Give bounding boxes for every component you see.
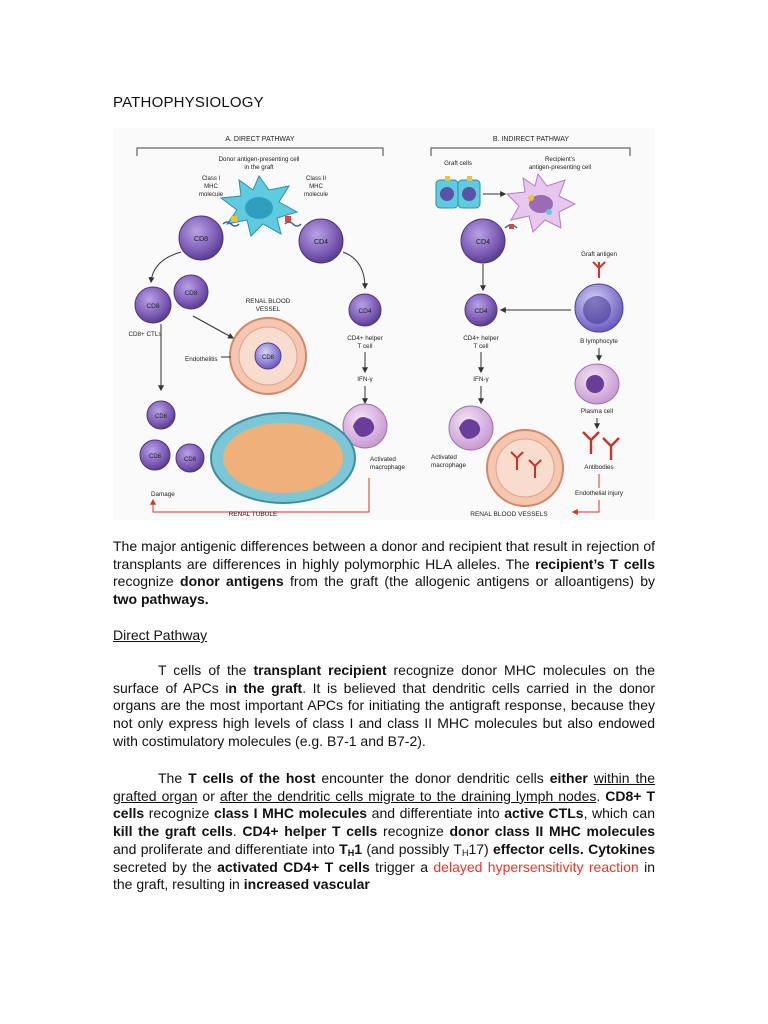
class2-mhc-molecule xyxy=(285,216,291,222)
cd8-ctl-cell: CD8 xyxy=(134,286,172,324)
cd4-helper-t-cell: CD4 xyxy=(348,293,382,327)
cd4-helper-label-2: T cell xyxy=(358,343,373,350)
ifn-label: IFN-γ xyxy=(357,376,373,383)
donor-apc-label-2: in the graft xyxy=(244,164,274,171)
class2-label-2: MHC xyxy=(309,184,323,190)
svg-text:CD4: CD4 xyxy=(474,308,487,315)
cd8-ctls-label: CD8+ CTLs xyxy=(128,331,161,338)
antibodies xyxy=(582,431,620,460)
cd8-t-cell: CD8 xyxy=(178,215,224,261)
svg-text:CD8: CD8 xyxy=(149,454,162,460)
activated-macrophage-label-2: macrophage xyxy=(370,464,406,471)
class2-label: Class II xyxy=(306,176,326,182)
cd8-ctl-cell: CD8 xyxy=(146,400,176,430)
activated-macrophage xyxy=(342,403,388,449)
svg-text:CD8: CD8 xyxy=(155,414,168,420)
paragraph-direct-pathway: T cells of the transplant recipient reco… xyxy=(113,662,655,749)
plasma-cell xyxy=(574,363,620,405)
class1-label-3: molecule xyxy=(199,192,224,198)
ifn-label: IFN-γ xyxy=(473,376,489,383)
class1-label: Class I xyxy=(202,176,221,182)
cd4-helper-label: CD4+ helper xyxy=(463,335,499,342)
svg-text:CD8: CD8 xyxy=(184,457,197,463)
class1-label-2: MHC xyxy=(204,184,218,190)
b-lymphocyte-label: B lymphocyte xyxy=(580,338,618,345)
page-heading: PATHOPHYSIOLOGY xyxy=(113,94,264,111)
graft-cells-label: Graft cells xyxy=(444,160,472,167)
activated-macrophage-label-2: macrophage xyxy=(431,462,467,469)
cd4-t-cell: CD4 xyxy=(298,218,344,264)
cd4-helper-label: CD4+ helper xyxy=(347,335,383,342)
damage-label: Damage xyxy=(151,491,175,498)
graft-cells xyxy=(435,176,481,209)
panel-a-title: A. DIRECT PATHWAY xyxy=(225,136,295,143)
direct-pathway-heading: Direct Pathway xyxy=(113,627,208,643)
recipient-apc xyxy=(505,172,577,233)
paragraph-intro: The major antigenic differences between … xyxy=(113,538,656,608)
renal-blood-vessels-label: RENAL BLOOD VESSELS xyxy=(470,511,548,518)
cd4-helper-label-2: T cell xyxy=(474,343,489,350)
renal-vessel-label: RENAL BLOOD xyxy=(246,298,291,305)
endothelial-injury-label: Endothelial injury xyxy=(575,490,624,497)
plasma-cell-label: Plasma cell xyxy=(581,408,613,415)
activated-macrophage-label: Activated xyxy=(370,456,396,463)
paragraph-host-t-cells: The T cells of the host encounter the do… xyxy=(113,770,656,893)
renal-blood-vessels xyxy=(486,429,564,507)
renal-tubule-label: RENAL TUBULE xyxy=(229,511,278,518)
svg-text:CD8: CD8 xyxy=(194,236,208,243)
class1-mhc-molecule xyxy=(231,216,237,222)
svg-text:CD8: CD8 xyxy=(184,290,197,297)
activated-macrophage-label: Activated xyxy=(431,454,457,461)
b-lymphocyte xyxy=(574,283,624,333)
svg-text:CD8: CD8 xyxy=(262,355,275,361)
donor-apc-label: Donor antigen-presenting cell xyxy=(219,156,300,163)
graft-antigen-label: Graft antigen xyxy=(581,251,617,258)
rejection-pathways-figure: A. DIRECT PATHWAY B. INDIRECT PATHWAY Do… xyxy=(113,128,655,520)
donor-dendritic-cell xyxy=(219,174,299,237)
endothelitis-label: Endothelitis xyxy=(185,356,218,363)
cd4-helper-t-cell: CD4 xyxy=(464,293,498,327)
activated-macrophage xyxy=(448,405,494,451)
svg-text:CD4: CD4 xyxy=(358,308,371,315)
renal-tubule xyxy=(210,412,356,504)
renal-vessel-label-2: VESSEL xyxy=(256,306,281,313)
svg-text:CD4: CD4 xyxy=(314,239,328,246)
svg-text:CD4: CD4 xyxy=(476,239,490,246)
cd8-ctl-cell: CD8 xyxy=(173,274,209,310)
renal-blood-vessel: CD8 xyxy=(229,317,307,395)
recipient-apc-label: Recipient's xyxy=(545,156,575,163)
cd8-ctl-cell: CD8 xyxy=(139,439,171,471)
cd8-ctl-cell: CD8 xyxy=(175,443,205,473)
class2-label-3: molecule xyxy=(304,192,329,198)
svg-text:CD8: CD8 xyxy=(146,303,159,310)
cd4-t-cell: CD4 xyxy=(460,218,506,264)
panel-b-title: B. INDIRECT PATHWAY xyxy=(493,136,570,143)
antibodies-label: Antibodies xyxy=(584,464,613,471)
recipient-apc-label-2: antigen-presenting cell xyxy=(529,164,591,171)
